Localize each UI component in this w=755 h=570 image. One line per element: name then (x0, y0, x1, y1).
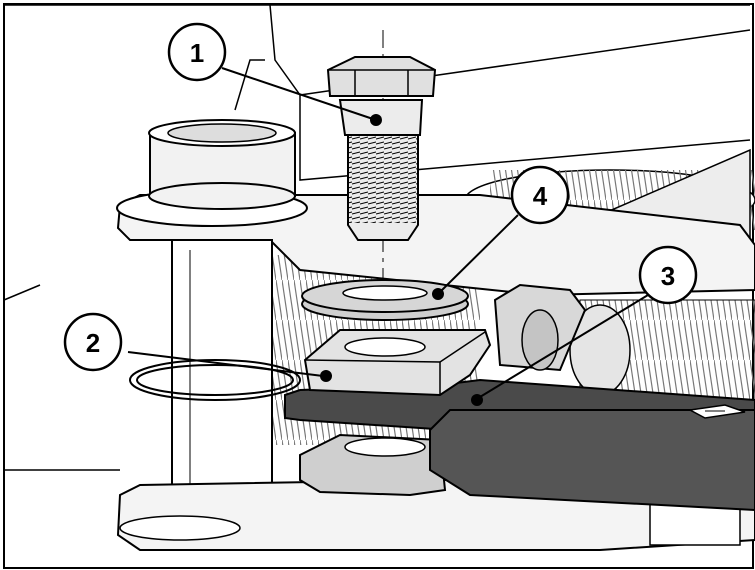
callout-2-label: 2 (86, 328, 100, 358)
callout-2: 2 (63, 312, 123, 372)
retaining-clip (129, 359, 301, 401)
tie-rod-arm (284, 378, 755, 512)
leader-dots (320, 114, 483, 406)
callout-1: 1 (167, 22, 227, 82)
callout-4-label: 4 (533, 181, 548, 211)
leader-lines (127, 67, 649, 401)
upper-clamp-block (303, 329, 492, 397)
lower-block (299, 433, 447, 497)
callout-3: 3 (638, 245, 698, 305)
bolt (326, 30, 437, 280)
post (171, 239, 273, 501)
callout-4: 4 (510, 165, 570, 225)
callout-1-label: 1 (190, 38, 204, 68)
bushing (116, 119, 308, 227)
washer (301, 279, 469, 321)
spring-right (569, 299, 755, 401)
callout-3-label: 3 (661, 261, 675, 291)
